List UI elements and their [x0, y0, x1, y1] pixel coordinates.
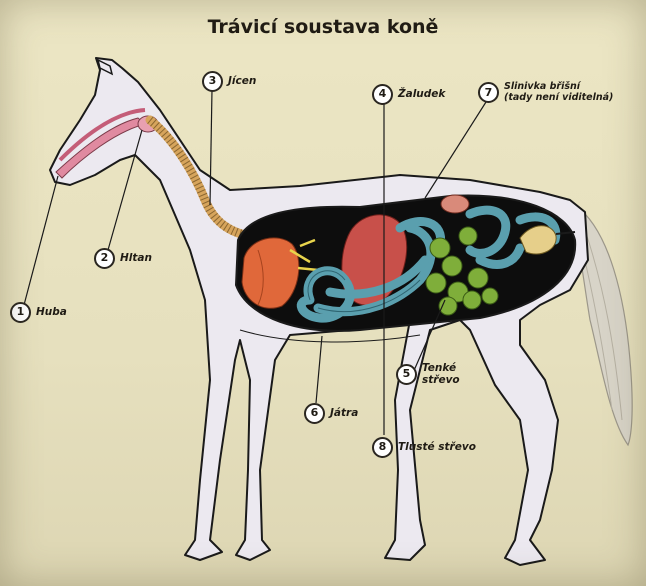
diagram-title: Trávicí soustava koně — [0, 16, 646, 38]
label-5: 5 Tenké střevo — [396, 362, 460, 386]
label-1-text: Huba — [36, 306, 67, 318]
number-badge-1: 1 — [10, 302, 31, 323]
label-7: 7 Slinivka břišní (tady není viditelná) — [478, 82, 613, 104]
number-badge-4: 4 — [372, 84, 393, 105]
label-2-text: Hltan — [120, 252, 152, 264]
number-badge-8: 8 — [372, 437, 393, 458]
label-4-text: Žaludek — [398, 88, 445, 100]
label-8-text: Tlusté střevo — [398, 441, 476, 453]
liver — [242, 238, 299, 308]
number-badge-3: 3 — [202, 71, 223, 92]
label-2: 2 Hltan — [94, 248, 152, 269]
label-8: 8 Tlusté střevo — [372, 437, 476, 458]
label-3-text: Jícen — [228, 75, 256, 87]
label-6: 6 Játra — [304, 403, 358, 424]
number-badge-5: 5 — [396, 364, 417, 385]
label-6-text: Játra — [330, 407, 358, 419]
label-3: 3 Jícen — [202, 71, 256, 92]
label-5-text-line1: Tenké — [422, 362, 460, 374]
number-badge-7: 7 — [478, 82, 499, 103]
label-4: 4 Žaludek — [372, 84, 445, 105]
number-badge-6: 6 — [304, 403, 325, 424]
label-7-text-line2: (tady není viditelná) — [504, 93, 613, 104]
number-badge-2: 2 — [94, 248, 115, 269]
label-5-text-line2: střevo — [422, 374, 460, 386]
label-1: 1 Huba — [10, 302, 67, 323]
